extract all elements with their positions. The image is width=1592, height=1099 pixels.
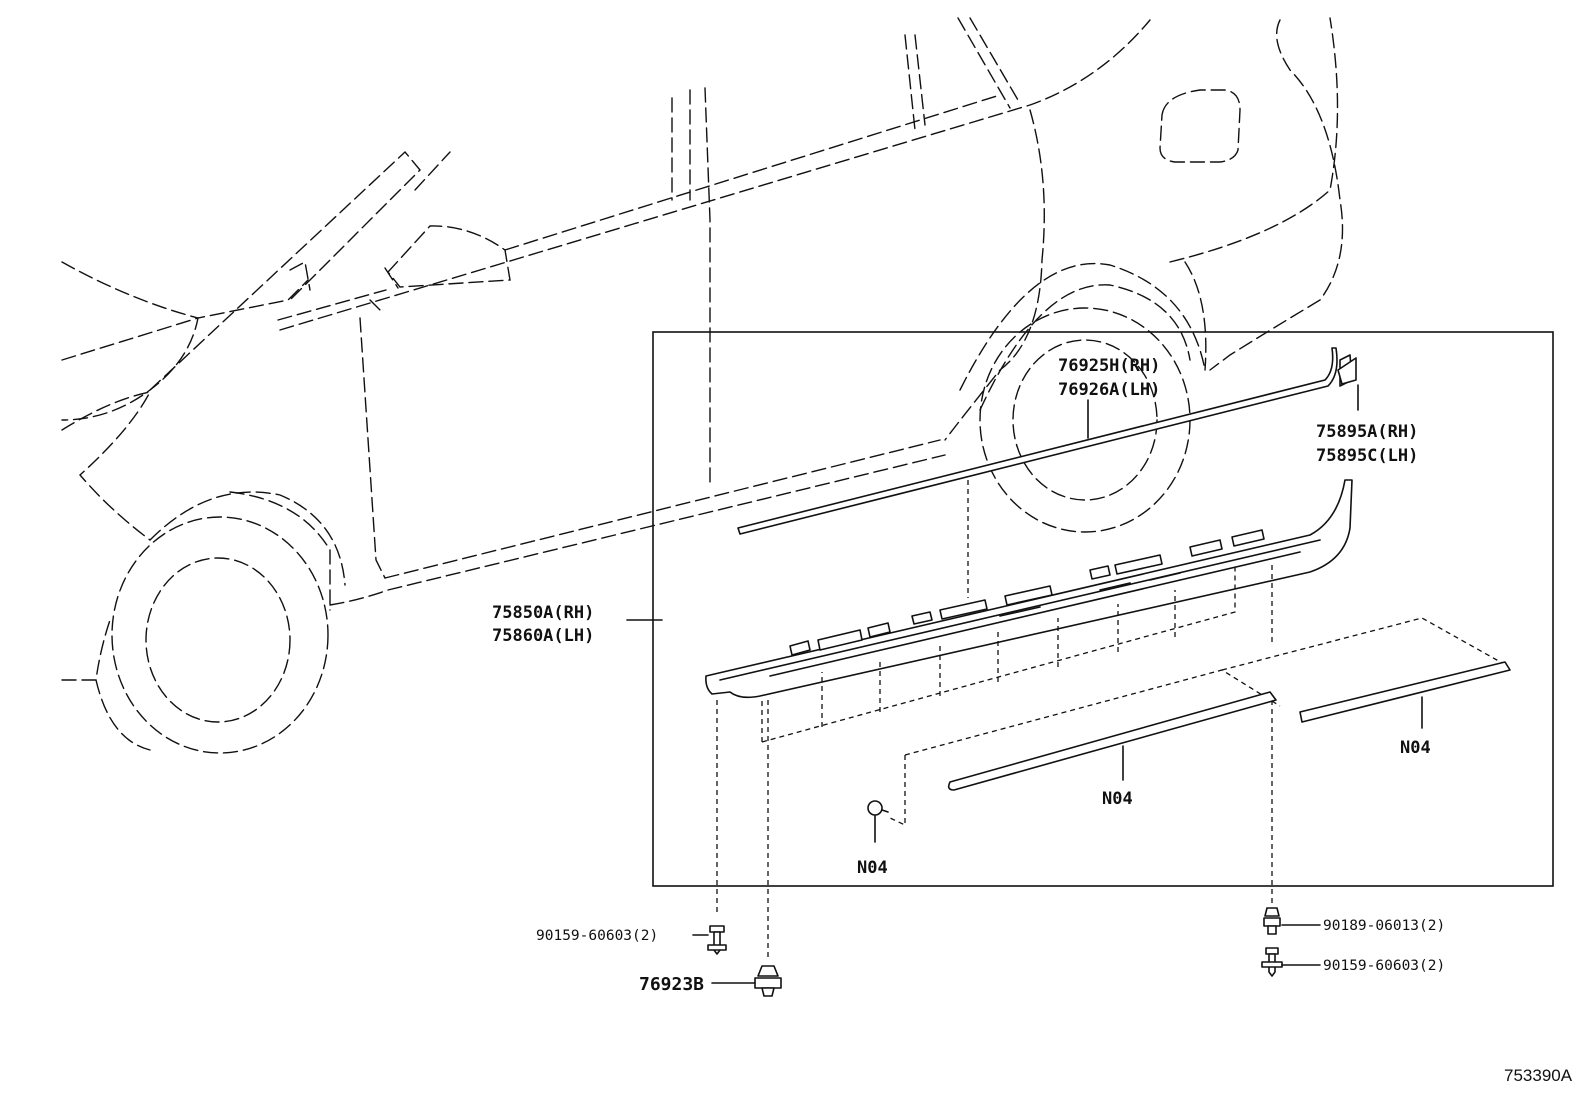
label-rocker-lh: 75860A(LH) [492, 626, 594, 646]
vehicle-outline [61, 17, 1344, 754]
label-screw-right-bottom: 90159-60603(2) [1323, 958, 1445, 974]
clip-76923b-icon [711, 965, 782, 997]
end-piece [1337, 357, 1357, 385]
detail-frame [652, 331, 1554, 887]
label-bolt-right-top: 90189-06013(2) [1323, 918, 1445, 934]
label-rocker-rh: 75850A(RH) [492, 603, 594, 623]
label-clip-76923b: 76923B [639, 974, 704, 995]
n04-clip [867, 800, 889, 843]
rocker-panel [705, 479, 1353, 699]
screw-left-icon [692, 925, 727, 955]
upper-molding [737, 347, 1353, 535]
label-end-lh: 75895C(LH) [1316, 446, 1418, 466]
label-molding-rh: 76925H(RH) [1058, 356, 1160, 376]
label-molding-lh: 76926A(LH) [1058, 380, 1160, 400]
assembly-lines [716, 480, 1505, 960]
diagram-reference-number: 753390A [1504, 1066, 1573, 1085]
n04-center-strip [947, 691, 1277, 791]
label-screw-left: 90159-60603(2) [536, 928, 658, 944]
screw-right-bottom-icon [1261, 947, 1321, 977]
label-n04-right: N04 [1400, 738, 1431, 758]
label-n04-clip: N04 [857, 858, 888, 878]
n04-right-strip [1299, 661, 1511, 723]
leader-lines [626, 384, 1423, 781]
label-n04-center: N04 [1102, 789, 1133, 809]
bolt-right-top-icon [1263, 907, 1321, 935]
label-end-rh: 75895A(RH) [1316, 422, 1418, 442]
